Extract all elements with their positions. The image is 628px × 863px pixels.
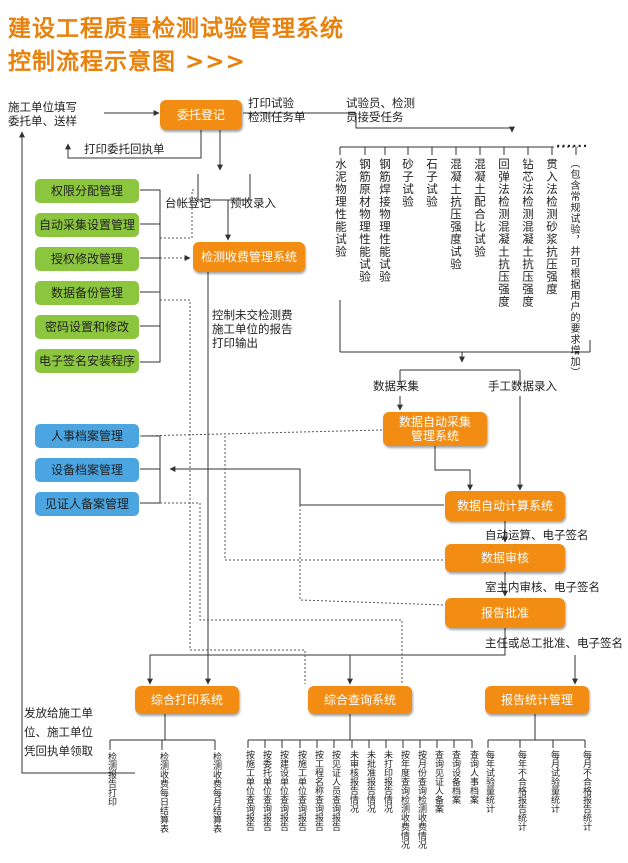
accept-task-note: 试验员、检测 员接受任务: [346, 96, 415, 124]
query-sys-box: 综合查询系统: [308, 686, 412, 714]
archive-item: 人事档案管理: [35, 424, 139, 448]
print-output-item: 检测收费每月结算表: [211, 752, 221, 833]
ledger-note: 台帐登记: [165, 196, 211, 210]
test-item: 石子试验: [425, 158, 439, 208]
query-output-item: 按工程名称查询报告: [313, 750, 323, 831]
admin-item: 权限分配管理: [35, 179, 139, 203]
data-collect-note: 数据采集: [373, 379, 419, 393]
admin-item: 自动采集设置管理: [35, 213, 139, 237]
tests-more: ......: [556, 136, 589, 150]
test-item: 钢筋焊接物理性能试验: [378, 158, 392, 283]
query-output-item: 查询见证人备案: [433, 750, 443, 813]
sub-title: 控制流程示意图 >>>: [8, 49, 246, 75]
fee-mgmt-box: 检测收费管理系统: [193, 242, 305, 272]
auto-sign-note: 自动运算、电子签名: [485, 528, 589, 542]
stats-mgmt-box: 报告统计管理: [485, 686, 589, 714]
main-title: 建设工程质量检测试验管理系统: [8, 16, 344, 42]
unpaid-control-note: 控制未交检测费 施工单位的报告 打印输出: [212, 308, 293, 350]
auto-collect-box: 数据自动采集 管理系统: [383, 412, 487, 446]
test-item: 钻芯法检测混凝土抗压强度: [521, 158, 535, 308]
query-output-item: 按年度查询检测收费情况: [399, 750, 409, 849]
prepay-note: 预收录入: [230, 196, 276, 210]
archive-item: 设备档案管理: [35, 458, 139, 482]
stats-output-item: 每年试验量统计: [484, 750, 494, 813]
test-item: 贯入法检测砂浆抗压强度: [545, 158, 559, 296]
stats-output-item: 每月不合格报告统计: [581, 750, 591, 831]
entrust-box: 委托登记: [160, 100, 242, 130]
admin-item: 电子签名安装程序: [35, 349, 139, 373]
query-output-item: 按见证人员查询报告: [330, 750, 340, 831]
query-output-item: 按施工单位查询报告: [244, 750, 254, 831]
stats-output-item: 每年不合格报告统计: [516, 750, 526, 831]
stats-output-item: 每月试验量统计: [549, 750, 559, 813]
print-output-item: 检测收费每日结算表: [158, 752, 168, 833]
manual-entry-note: 手工数据录入: [488, 379, 557, 393]
approve-box: 报告批准: [445, 598, 565, 628]
archive-item: 见证人备案管理: [35, 492, 139, 516]
test-item: 混凝土配合比试验: [473, 158, 487, 258]
test-item: 砂子试验: [401, 158, 415, 208]
test-item: 水泥物理性能试验: [334, 158, 348, 258]
test-item: 回弹法检测混凝土抗压强度: [497, 158, 511, 308]
print-sys-box: 综合打印系统: [135, 686, 239, 714]
auto-calc-box: 数据自动计算系统: [445, 491, 565, 521]
query-output-item: 查询人事档案: [468, 750, 478, 804]
query-output-item: 按委托单位查询报告: [261, 750, 271, 831]
print-receipt-note: 打印委托回执单: [84, 142, 165, 156]
query-output-item: 未批准报告情况: [365, 750, 375, 813]
query-output-item: 按月份查询检测收费情况: [416, 750, 426, 849]
review-sign-note: 室主内审核、电子签名: [485, 580, 600, 594]
query-output-item: 查询设备档案: [450, 750, 460, 804]
query-output-item: 按建设单位查询报告: [278, 750, 288, 831]
query-output-item: 按施工单位查询报告: [296, 750, 306, 831]
audit-box: 数据审核: [445, 544, 565, 572]
query-output-item: 未打印报告情况: [382, 750, 392, 813]
admin-item: 授权修改管理: [35, 247, 139, 271]
approve-sign-note: 主任或总工批准、电子签名: [485, 636, 623, 650]
test-item: 混凝土抗压强度试验: [449, 158, 463, 271]
query-output-item: 未审核报告情况: [348, 750, 358, 813]
fill-form-note: 施工单位填写 委托单、送样: [8, 100, 77, 128]
admin-item: 密码设置和修改: [35, 315, 139, 339]
print-task-note: 打印试验 检测任务单: [248, 96, 306, 124]
distribute-note: 发放给施工单 位、施工单位 凭回执单领取: [24, 706, 93, 758]
admin-item: 数据备份管理: [35, 281, 139, 305]
print-output-item: 检测报告打印: [106, 752, 116, 806]
test-item: （包含常规试验，并可根据用户的要求增加）: [568, 158, 579, 378]
test-item: 钢筋原材物理性能试验: [358, 158, 372, 283]
